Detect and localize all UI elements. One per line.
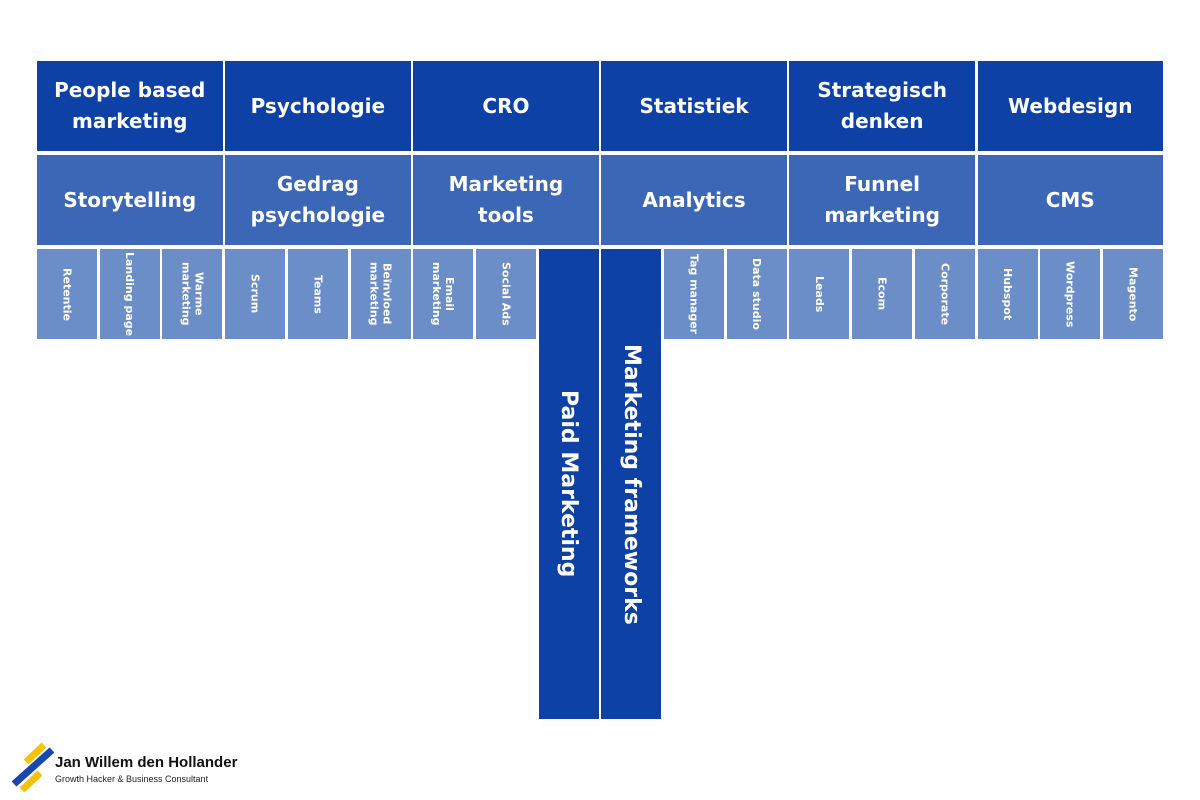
skill-sub-4-2-label: Corporate xyxy=(938,262,952,326)
skill-sub-5-1: Wordpress xyxy=(1040,249,1101,339)
skill-sub-4-0-label: Leads xyxy=(812,275,826,313)
skill-sub-0-0: Retentie xyxy=(37,249,98,339)
skill-sub-0-1-label: Landing page xyxy=(123,251,137,337)
skill-sub-1-1-label: Teams xyxy=(311,274,325,314)
skill-sub-2-1: Social Ads xyxy=(475,249,536,339)
skill-mid-4: Funnel marketing xyxy=(789,155,975,245)
brand-logo xyxy=(8,740,258,793)
skill-top-1-label: Psychologie xyxy=(250,93,386,118)
skill-mid-4-label: Funnel marketing xyxy=(824,172,940,227)
deep-skill-1: Marketing frameworks xyxy=(601,249,662,719)
skill-sub-1-2-label: Beïnvloed marketing xyxy=(367,262,394,326)
skill-top-2: CRO xyxy=(413,61,599,151)
skill-sub-5-2: Magento xyxy=(1102,249,1163,339)
skill-sub-4-0: Leads xyxy=(789,249,850,339)
skill-sub-1-1: Teams xyxy=(287,249,348,339)
skill-sub-3-1: Tag manager xyxy=(664,249,725,339)
skill-sub-2-1-label: Social Ads xyxy=(499,262,513,326)
skill-mid-0: Storytelling xyxy=(37,155,223,245)
skill-mid-5: CMS xyxy=(977,155,1163,245)
skill-mid-3: Analytics xyxy=(601,155,787,245)
skill-top-5-label: Webdesign xyxy=(1008,93,1133,118)
skill-sub-5-0: Hubspot xyxy=(977,249,1038,339)
skill-sub-0-2: Warme marketing xyxy=(162,249,223,339)
skill-mid-1: Gedrag psychologie xyxy=(225,155,411,245)
skill-mid-5-label: CMS xyxy=(1045,187,1095,212)
skill-sub-5-1-label: Wordpress xyxy=(1063,260,1077,328)
skill-sub-4-1-label: Ecom xyxy=(875,277,889,311)
skill-sub-5-0-label: Hubspot xyxy=(1001,267,1015,321)
skill-sub-3-2-label: Data studio xyxy=(750,258,764,330)
skill-top-3: Statistiek xyxy=(601,61,787,151)
skill-sub-0-2-label: Warme marketing xyxy=(179,262,206,326)
skill-top-5: Webdesign xyxy=(977,61,1163,151)
skill-top-3-label: Statistiek xyxy=(639,93,749,118)
skill-sub-0-1: Landing page xyxy=(99,249,160,339)
skill-top-0: People based marketing xyxy=(37,61,223,151)
deep-skill-0: Paid Marketing xyxy=(538,249,599,719)
skill-top-4: Strategisch denken xyxy=(789,61,975,151)
skill-sub-4-2: Corporate xyxy=(914,249,975,339)
skill-sub-2-0-label: Email marketing xyxy=(430,262,457,326)
skill-top-1: Psychologie xyxy=(225,61,411,151)
skill-sub-2-0: Email marketing xyxy=(413,249,474,339)
skill-sub-4-1: Ecom xyxy=(852,249,913,339)
skill-top-4-label: Strategisch denken xyxy=(817,78,947,133)
skill-sub-5-2-label: Magento xyxy=(1126,266,1140,322)
skill-mid-2-label: Marketing tools xyxy=(448,172,564,227)
skill-top-0-label: People based marketing xyxy=(54,78,206,133)
logo-stripes-icon xyxy=(11,742,55,793)
skill-mid-3-label: Analytics xyxy=(642,187,746,212)
skill-sub-3-2: Data studio xyxy=(726,249,787,339)
skill-mid-0-label: Storytelling xyxy=(63,187,197,212)
skill-mid-2: Marketing tools xyxy=(413,155,599,245)
brand-name: Jan Willem den Hollander xyxy=(55,754,238,771)
brand-tagline: Growth Hacker & Business Consultant xyxy=(55,774,209,784)
skill-mid-1-label: Gedrag psychologie xyxy=(250,172,386,227)
skill-sub-1-0-label: Scrum xyxy=(248,274,262,314)
skill-sub-0-0-label: Retentie xyxy=(60,267,74,321)
skill-sub-1-2: Beïnvloed marketing xyxy=(350,249,411,339)
skill-sub-1-0: Scrum xyxy=(225,249,286,339)
deep-skill-0-label: Paid Marketing xyxy=(556,390,582,578)
skill-top-2-label: CRO xyxy=(482,93,530,118)
deep-skill-1-label: Marketing frameworks xyxy=(618,343,644,625)
skill-sub-3-1-label: Tag manager xyxy=(687,253,701,335)
